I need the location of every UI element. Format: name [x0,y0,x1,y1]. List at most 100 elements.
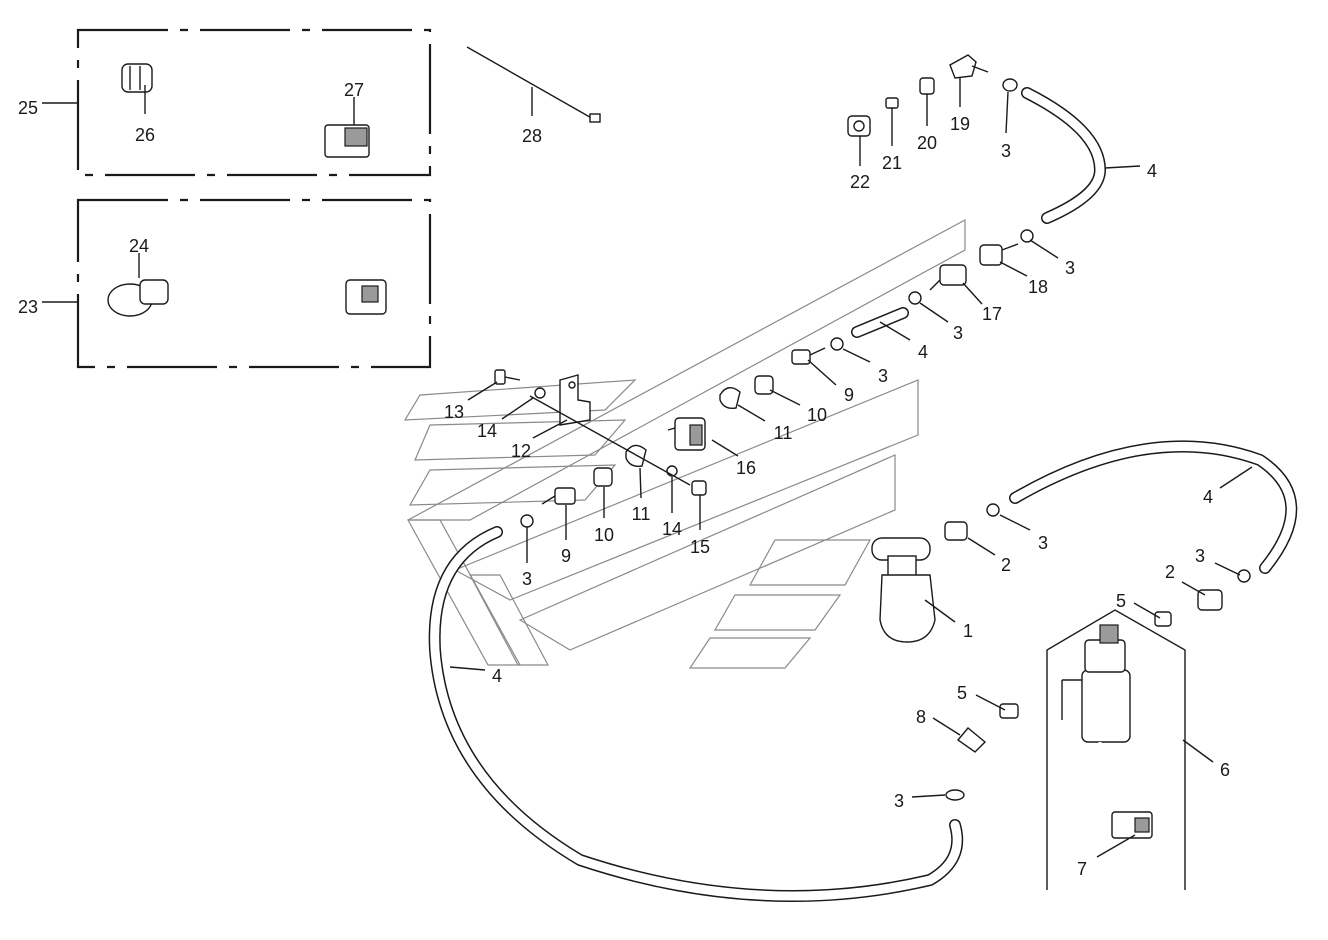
leader-line-c9a [807,359,837,386]
sleeve-10-lower [593,467,613,487]
callout-label-c3a: 3 [1001,141,1011,161]
clamp-ring-3-h [945,789,965,801]
clip-11-lower [625,444,647,468]
washer-14-right [666,465,678,477]
callout-label-c15: 15 [690,537,710,557]
callout-label-c16: 16 [736,458,756,478]
leader-line-c3c [919,302,949,323]
callout-label-c25: 25 [18,98,38,118]
leader-line-c2a [967,537,996,556]
callout-label-c9b: 9 [561,546,571,566]
elbow-fitting-19 [949,54,989,79]
cable-tie-28 [466,46,601,123]
callout-label-c27: 27 [344,80,364,100]
leader-line-c5a [1133,602,1161,619]
leader-line-c4a [1104,165,1141,169]
leader-line-c17 [962,282,983,305]
callout-label-c6: 6 [1220,760,1230,780]
callout-label-c2b: 2 [1165,562,1175,582]
clamp-ring-3-f [1237,569,1251,583]
callout-label-c4a: 4 [1147,161,1157,181]
leader-line-c13 [467,381,498,401]
callout-label-c13: 13 [444,402,464,422]
callout-label-c8: 8 [916,707,926,727]
leader-line-c3b [1029,239,1059,259]
pump-assembly-6 [1061,624,1131,822]
filter-1 [871,537,936,643]
callout-label-c7: 7 [1077,859,1087,879]
leader-line-c3f [1214,562,1241,576]
leader-line-c3a [1005,91,1009,134]
callout-label-c14a: 14 [477,421,497,441]
fitting-5-top [1154,611,1172,627]
leader-line-c4c [1219,466,1253,489]
callout-label-c3c: 3 [953,323,963,343]
leader-line-c18 [999,261,1028,277]
assembly-axis [529,395,691,486]
clamp-ring-3-d [830,337,844,351]
callout-label-c4c: 4 [1203,487,1213,507]
clip-11-upper [719,387,741,410]
elbow-fitting-8 [945,727,987,775]
leader-line-c7 [1096,834,1136,858]
leader-line-c4d [449,666,486,671]
leader-line-c10a [769,389,801,406]
leader-line-c8 [932,717,961,736]
callout-label-c24: 24 [129,236,149,256]
callout-label-c11b: 11 [632,504,651,524]
callout-label-c19: 19 [950,114,970,134]
washer-14-left [534,387,546,399]
sleeve-10-upper [754,375,774,395]
callout-label-c11a: 11 [774,423,793,443]
callout-label-c12: 12 [511,441,531,461]
callout-label-c10b: 10 [594,525,614,545]
sleeve-20 [919,77,935,95]
callout-label-c26: 26 [135,125,155,145]
callout-label-c4b: 4 [918,342,928,362]
hose-4-bottom [428,526,964,902]
wiring-harness-24 [107,259,387,317]
leader-line-c3d [842,348,871,363]
fitting-2-left [944,521,968,541]
callout-label-c28: 28 [522,126,542,146]
callout-label-c3f: 3 [1195,546,1205,566]
callout-label-c10a: 10 [807,405,827,425]
connector-7 [1111,811,1153,839]
leader-line-c5b [975,694,1006,711]
leader-line-c12 [532,419,568,439]
wiring-harness-26-27 [121,63,370,158]
callout-label-c1: 1 [963,621,973,641]
hose-4-top [1021,87,1107,224]
leader-line-c1 [924,599,956,623]
callout-label-c5a: 5 [1116,591,1126,611]
callout-label-c3d: 3 [878,366,888,386]
clamp-ring-3-b [1020,229,1034,243]
callout-label-c18: 18 [1028,277,1048,297]
hose-4-right [1009,440,1298,574]
callout-label-c21: 21 [882,153,902,173]
callout-label-c17: 17 [982,304,1002,324]
leader-line-c3e [999,514,1031,531]
callout-label-c3e: 3 [1038,533,1048,553]
callout-label-c9a: 9 [844,385,854,405]
leader-line-c2b [1181,581,1206,596]
callout-label-c4d: 4 [492,666,502,686]
clamp-ring-3-top [1002,78,1018,92]
assembly-box-6 [1046,609,1186,890]
leader-line-c11b [639,467,642,499]
callout-label-c5b: 5 [957,683,967,703]
fitting-9-lower [541,487,576,505]
insert-21 [885,97,899,109]
callout-label-c22: 22 [850,172,870,192]
leader-line-c3h [911,794,946,798]
callout-label-c23: 23 [18,297,38,317]
fitting-5-bottom [999,703,1019,719]
kit-box-25 [76,28,432,177]
leader-line-c11a [737,404,766,422]
callout-label-c2a: 2 [1001,555,1011,575]
leader-line-c14a [501,397,534,420]
bolt-13 [494,369,521,385]
